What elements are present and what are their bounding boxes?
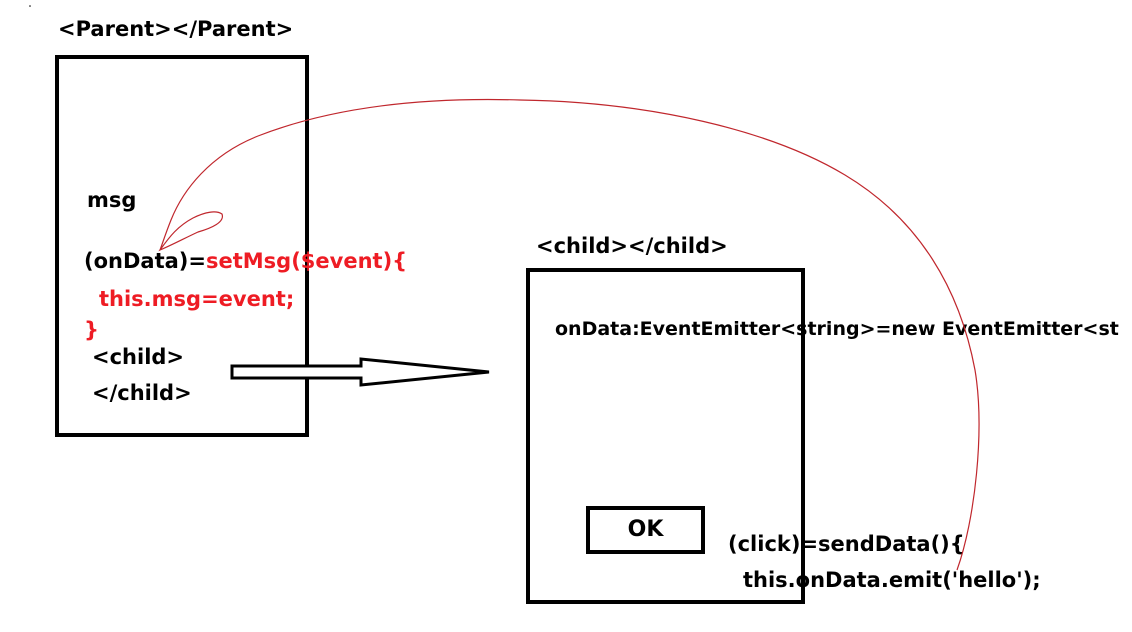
parent-msg-label: msg — [87, 188, 137, 212]
parent-title: <Parent></Parent> — [58, 17, 294, 41]
top-left-dot — [29, 5, 31, 7]
click-handler-line2: this.onData.emit('hello'); — [743, 568, 1041, 592]
child-title: <child></child> — [536, 234, 728, 258]
ok-button-label: OK — [627, 517, 664, 542]
on-data-binding-text: (onData)= — [84, 249, 206, 273]
handler-close-brace: } — [84, 318, 99, 342]
click-handler-line1: (click)=sendData(){ — [728, 532, 965, 556]
parent-child-open-tag: <child> — [92, 345, 185, 369]
parent-child-close-tag: </child> — [92, 381, 192, 405]
parent-on-data-binding: (onData)=setMsg($event){ — [84, 248, 407, 274]
handler-body-line: this.msg=event; — [99, 287, 295, 311]
child-emitter-declaration: onData:EventEmitter<string>=new EventEmi… — [555, 318, 1119, 340]
set-msg-handler-text: setMsg($event){ — [205, 249, 408, 273]
ok-button[interactable]: OK — [586, 506, 705, 554]
